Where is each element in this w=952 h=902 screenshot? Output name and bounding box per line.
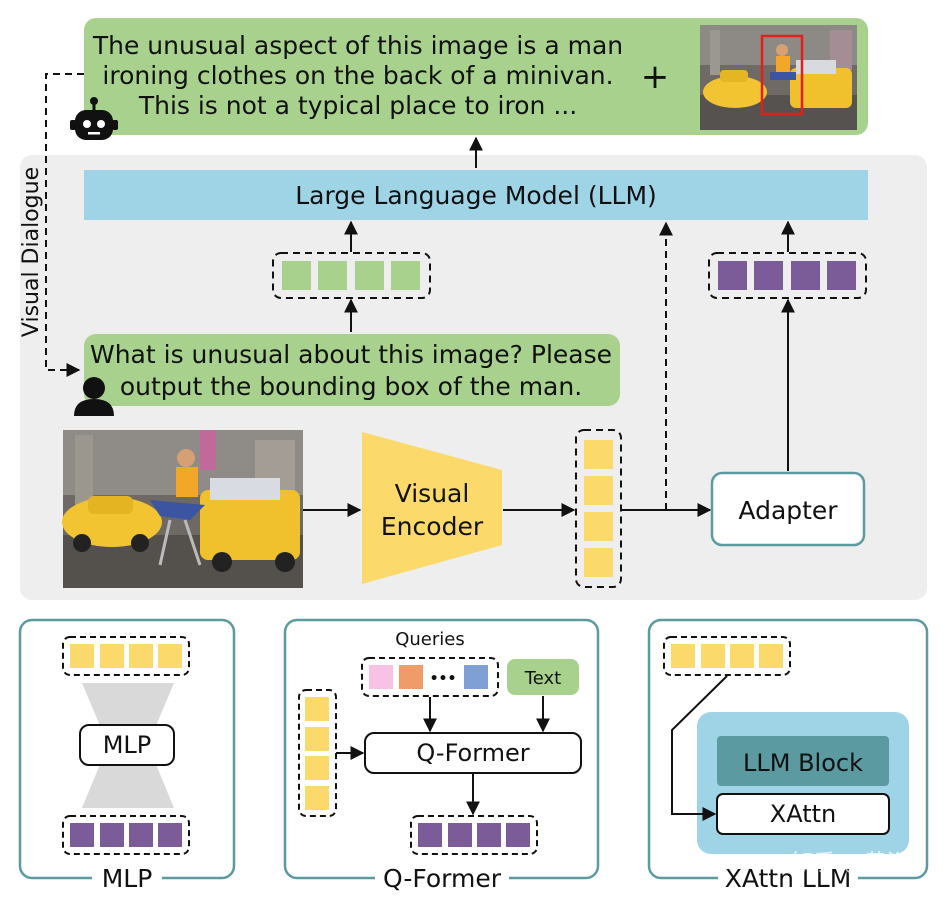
purple-token — [158, 823, 182, 847]
purple-token — [448, 823, 472, 847]
text-input-chip — [507, 659, 579, 695]
bounding-box — [760, 34, 804, 116]
yellow-token — [305, 697, 329, 721]
response-line-1: The unusual aspect of this image is a ma… — [92, 31, 623, 60]
user-icon — [74, 377, 114, 416]
llm-block — [717, 736, 889, 786]
xattn-panel-title: XAttn LLM — [725, 864, 852, 893]
encoder-label-line-2: Encoder — [381, 512, 484, 541]
query-ellipsis: ••• — [430, 671, 457, 687]
mlp-block-label: MLP — [103, 731, 152, 759]
purple-token — [70, 823, 94, 847]
adapted-token — [754, 261, 783, 290]
purple-token — [129, 823, 153, 847]
adapter-box — [710, 471, 866, 547]
response-line-2: ironing clothes on the back of a minivan… — [102, 61, 613, 90]
visual-token — [584, 476, 613, 505]
visual-token — [584, 440, 613, 469]
xattn-block — [716, 793, 890, 835]
adapted-token — [718, 261, 747, 290]
yellow-token — [671, 644, 695, 668]
qformer-output-token-group — [410, 815, 538, 855]
adapter-label: Adapter — [738, 496, 838, 525]
yellow-token — [305, 786, 329, 810]
query-token — [399, 665, 423, 689]
queries-label: Queries — [395, 629, 465, 650]
text-token — [355, 261, 384, 290]
robot-icon — [70, 97, 118, 140]
text-token — [318, 261, 347, 290]
llm-label: Large Language Model (LLM) — [295, 181, 657, 210]
plus-icon: + — [641, 57, 670, 97]
dialogue-loop-arrow — [45, 73, 84, 377]
question-line-1: What is unusual about this image? Please — [90, 340, 612, 369]
purple-token — [418, 823, 442, 847]
adapted-token — [791, 261, 820, 290]
mlp-output-token-group — [62, 636, 190, 676]
yellow-token — [305, 756, 329, 780]
mlp-panel-title: MLP — [102, 864, 153, 893]
mlp-input-token-group — [62, 815, 190, 855]
yellow-token — [70, 644, 94, 668]
xattn-token-group — [663, 636, 791, 676]
yellow-token — [759, 644, 783, 668]
yellow-token — [158, 644, 182, 668]
question-line-2: output the bounding box of the man. — [120, 372, 582, 401]
input-image — [62, 430, 303, 588]
yellow-token — [701, 644, 725, 668]
text-token-group — [272, 252, 431, 299]
question-box — [84, 334, 620, 406]
response-box — [84, 18, 868, 135]
response-line-3: This is not a typical place to iron ... — [138, 91, 577, 120]
side-label: Visual Dialogue — [19, 167, 44, 337]
yellow-token — [305, 727, 329, 751]
qformer-panel-title: Q-Former — [383, 864, 502, 893]
query-token — [464, 665, 488, 689]
tokens-to-xattn-arrow — [671, 675, 728, 821]
visual-encoder — [362, 432, 502, 584]
adapted-token-group — [708, 252, 867, 299]
yellow-token — [730, 644, 754, 668]
text-token — [282, 261, 311, 290]
text-input-label: Text — [524, 668, 561, 689]
yellow-token — [100, 644, 124, 668]
purple-token — [100, 823, 124, 847]
adapted-token — [827, 261, 856, 290]
mlp-block — [79, 724, 175, 766]
qformer-block — [364, 732, 582, 774]
llm-bar — [84, 170, 868, 220]
query-token-group — [361, 657, 499, 697]
output-image — [700, 25, 857, 130]
qformer-block-label: Q-Former — [416, 739, 529, 767]
visual-token — [584, 512, 613, 541]
encoder-label-line-1: Visual — [395, 479, 470, 508]
llm-block-label: LLM Block — [743, 749, 863, 777]
watermark: 知乎 @黄浴 — [792, 851, 909, 876]
text-token — [391, 261, 420, 290]
purple-token — [477, 823, 501, 847]
visual-token — [584, 548, 613, 577]
query-token — [369, 665, 393, 689]
xattn-block-label: XAttn — [770, 800, 836, 828]
qformer-visual-token-group — [298, 689, 337, 817]
yellow-token — [129, 644, 153, 668]
purple-token — [506, 823, 530, 847]
visual-token-group — [575, 429, 622, 588]
